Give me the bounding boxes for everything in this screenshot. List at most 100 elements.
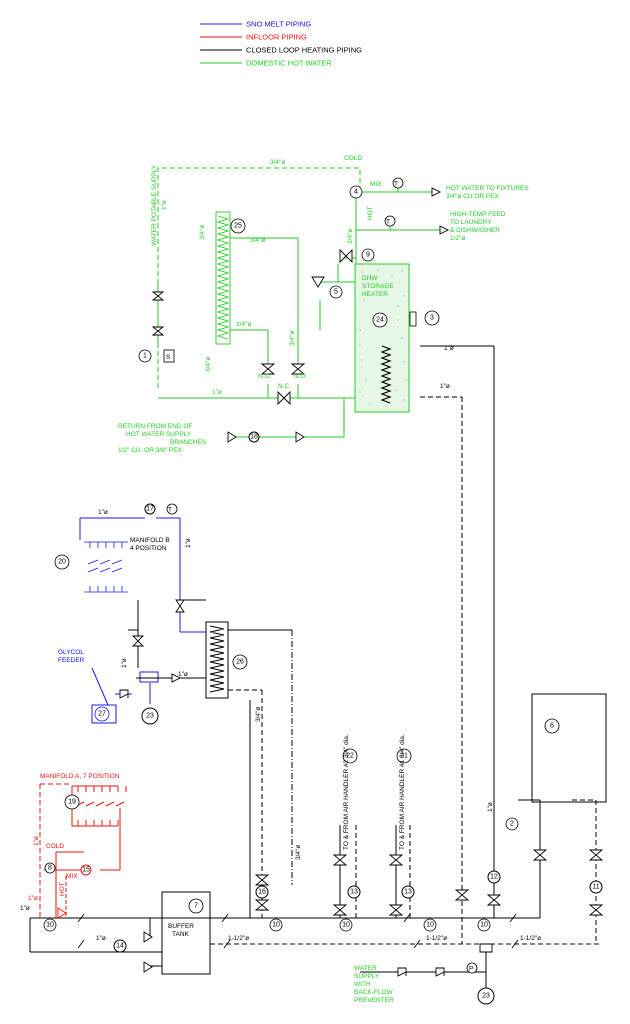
label-return-1: RETURN FROM END OF	[118, 423, 192, 430]
callout-circle-6	[544, 718, 560, 734]
label-water-supply-5: PREVENTER	[354, 997, 394, 1004]
callout-circle-22	[342, 748, 358, 764]
label-water-potable: WATER POTABLE SUPPLY	[151, 164, 158, 246]
label-pipe-1-r1: 1"ø	[28, 895, 38, 902]
callout-6: 6	[550, 723, 554, 730]
legend-dhw: DOMESTIC HOT WATER	[246, 59, 332, 68]
label-pipe-1-r4: 1"ø	[33, 836, 40, 846]
callout-17: 17	[146, 506, 154, 513]
label-return-4: 1/2" CU. OR 3/8" PEX	[118, 447, 183, 454]
label-pipe-34-hx: 3/4"ø	[255, 707, 262, 722]
callout-circle-4	[349, 185, 363, 199]
callout-circle-9	[361, 248, 375, 262]
callout-10e: 10	[480, 922, 488, 929]
label-glycol-2: FEEDER	[58, 657, 85, 664]
label-cold-top: COLD	[344, 155, 362, 162]
callout-23b: 23	[482, 993, 490, 1000]
label-water-supply-1: WATER	[354, 965, 377, 972]
callout-10c: 10	[342, 922, 350, 929]
expansion-tank-23b	[477, 987, 495, 1005]
label-pipe-34-v1: 3/4"ø	[347, 229, 354, 244]
dhw-coil-25	[215, 211, 231, 345]
label-high-temp-2: TO LAUNDRY	[450, 219, 492, 226]
callout-circle-10d	[423, 918, 437, 932]
label-ah1: TO & FROM AIR HANDLER #1 3/4" dia.	[399, 734, 406, 850]
callout-circle-25	[230, 218, 246, 234]
label-pipe-1-b3: 1"ø	[185, 538, 192, 548]
label-pipe-34-ah: 3/4"ø	[295, 845, 302, 860]
label-hot-vertical: HOT	[367, 206, 374, 220]
callout-circle-8	[44, 862, 56, 874]
label-pipe-34-v3: 3/4"ø	[289, 331, 296, 346]
callout-26: 26	[236, 659, 244, 666]
label-mix-top: MIX	[370, 181, 382, 188]
label-dhw-3: HEATER	[362, 291, 388, 298]
callout-13b: 13	[404, 889, 412, 896]
label-pipe-1-r2: 1"ø	[20, 905, 30, 912]
label-tag-t1: T	[394, 181, 398, 188]
label-pipe-34-v2: 3/4"ø	[199, 225, 206, 240]
label-hot-fixtures-2: 3/4"ø CU OR PEX	[446, 193, 500, 200]
valves	[57, 187, 604, 977]
label-tag-t3: T	[168, 507, 172, 514]
callout-11: 11	[592, 884, 599, 891]
pumps	[80, 431, 603, 953]
label-pipe-1-tank2: 1"ø	[440, 383, 450, 390]
infloor-piping	[39, 783, 127, 918]
label-dhw-2: STORAGE	[362, 283, 394, 290]
label-buffer-1: BUFFER	[168, 923, 194, 930]
label-high-temp-4: 1/2"ø	[450, 235, 465, 242]
legend: SNO MELT PIPING INFLOOR PIPING CLOSED LO…	[200, 20, 362, 68]
label-tag-p: P	[469, 966, 473, 973]
callout-10b: 10	[272, 922, 280, 929]
callout-27: 27	[98, 711, 106, 718]
callout-5: 5	[334, 289, 338, 296]
label-cold-red: COLD	[46, 843, 64, 850]
label-pipe-34-coil: 3/4"ø	[250, 237, 265, 244]
label-return-2: HOT WATER SUPPLY	[126, 431, 192, 438]
label-return-3: BRANCHES	[170, 439, 207, 446]
label-pipe-1-left: 1"ø	[212, 389, 222, 396]
callout-14: 14	[116, 943, 124, 950]
flow-arrows	[77, 913, 519, 949]
callout-23a: 23	[146, 713, 154, 720]
label-pipe-1-r3: 1"ø	[96, 935, 106, 942]
label-no-1: N.O.	[258, 373, 272, 380]
legend-closed-loop: CLOSED LOOP HEATING PIPING	[246, 46, 362, 55]
callout-24: 24	[376, 317, 384, 324]
boiler	[531, 693, 607, 803]
callout-7: 7	[194, 903, 198, 910]
callout-2: 2	[510, 821, 514, 828]
label-manifold-b-2: 4 POSITION	[130, 545, 167, 552]
label-mix-red: MIX	[66, 873, 78, 880]
label-glycol-1: GLYCOL	[58, 649, 84, 656]
sno-melt-piping	[79, 517, 206, 724]
label-water-supply-4: BACK-FLOW	[354, 989, 394, 996]
legend-sno-melt: SNO MELT PIPING	[246, 20, 311, 29]
callout-circle-27	[94, 706, 110, 722]
callout-circle-3	[424, 310, 440, 326]
callout-20: 20	[58, 559, 66, 566]
label-pipe-1-tank: 1"ø	[444, 345, 454, 352]
callout-1: 1	[143, 353, 147, 360]
buffer-tank	[161, 891, 211, 975]
label-ah2: TO & FROM AIR HANDLER #2 3/4" dia.	[343, 734, 350, 850]
callout-25: 25	[234, 223, 242, 230]
label-pipe-1-b2: 1"ø	[178, 671, 188, 678]
callout-13a: 13	[350, 889, 358, 896]
closed-loop-piping	[29, 345, 600, 992]
manifold-b-branches	[84, 541, 128, 593]
callout-16: 16	[258, 889, 266, 896]
label-pipe-34-coil-out: 3/4"ø	[236, 321, 251, 328]
label-nc: N.C.	[278, 383, 291, 390]
callout-21: 21	[400, 753, 408, 760]
label-pipe-34-top: 3/4"ø	[270, 159, 285, 166]
label-pipe-1-boiler: 1"ø	[487, 802, 494, 812]
callout-circle-19	[64, 794, 80, 810]
callout-circle-21	[396, 748, 412, 764]
callout-12: 12	[490, 874, 498, 881]
label-high-temp-1: HIGH-TEMP FEED	[450, 211, 506, 218]
label-manifold-a: MANIFOLD A, 7 POSITION	[40, 773, 120, 780]
label-tag-t2: T	[386, 219, 390, 226]
